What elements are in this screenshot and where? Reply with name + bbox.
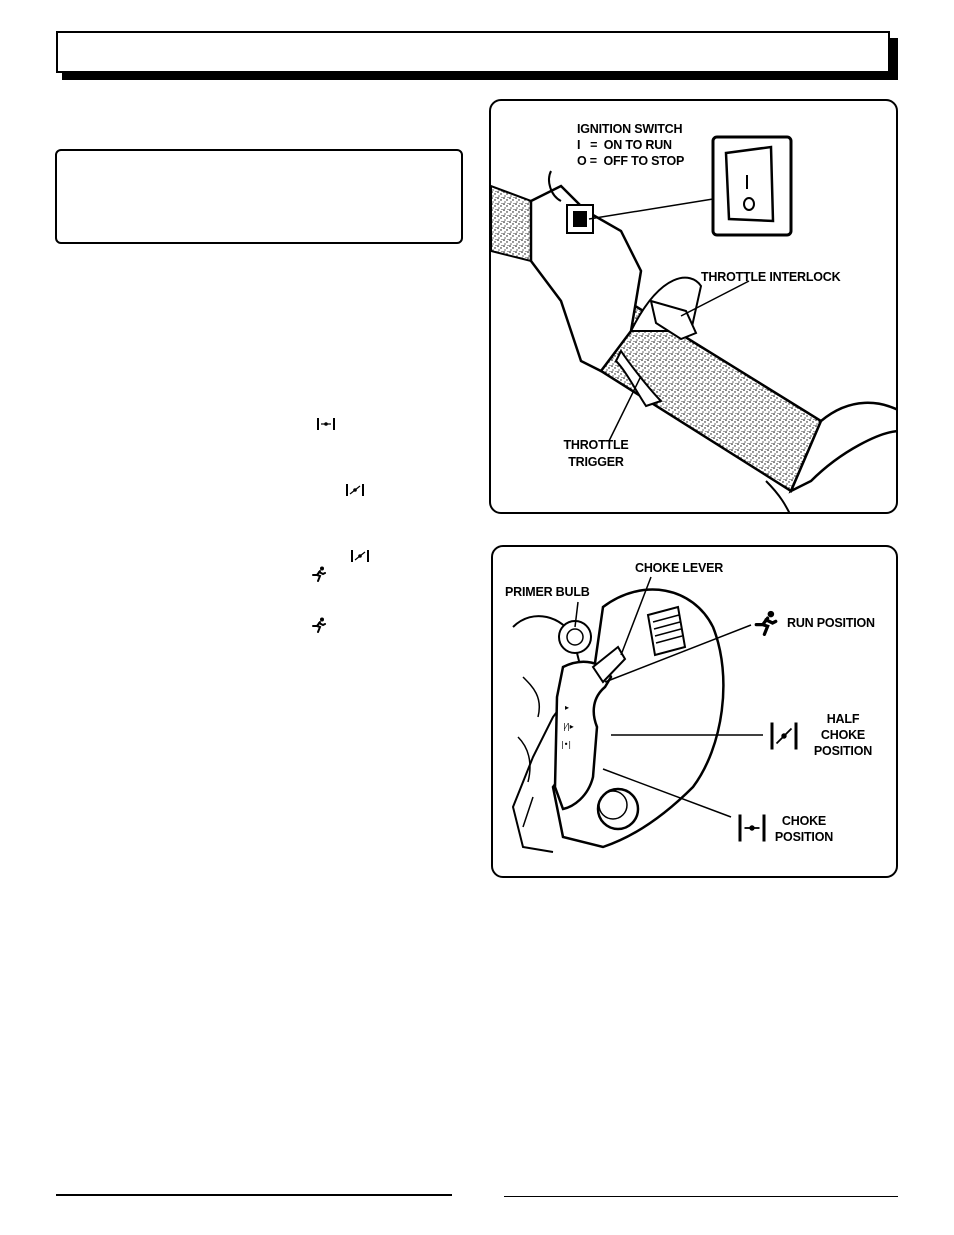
half-choke-symbol-icon — [346, 484, 364, 496]
footer-rule-left — [56, 1194, 452, 1196]
header-bar — [56, 31, 890, 73]
half-choke-label-line2: CHOKE — [820, 728, 866, 742]
ignition-on-label: I = ON TO RUN — [577, 138, 672, 152]
figure-choke-lever: ▸ |⁄|▸ |•| CHOKE LEVER PRIMER BULB RUN P… — [491, 545, 898, 878]
half-choke-symbol-icon — [351, 550, 369, 562]
half-choke-symbol-icon — [770, 722, 798, 750]
handle-illustration — [491, 135, 896, 512]
half-choke-label-line3: POSITION — [813, 744, 873, 758]
throttle-trigger-label-line1: THROTTLE — [563, 438, 629, 452]
ignition-off-label: O = OFF TO STOP — [577, 154, 685, 168]
choke-symbol-icon — [738, 814, 766, 842]
note-box — [55, 149, 463, 244]
svg-text:|⁄|▸: |⁄|▸ — [563, 722, 574, 731]
throttle-interlock-label: THROTTLE INTERLOCK — [701, 270, 841, 284]
half-choke-label-line1: HALF — [826, 712, 860, 726]
choke-position-label-line1: CHOKE — [781, 814, 827, 828]
figure-handle-controls: IGNITION SWITCH I = ON TO RUN O = OFF TO… — [489, 99, 898, 514]
choke-lever-label: CHOKE LEVER — [635, 561, 724, 575]
ignition-switch-label: IGNITION SWITCH — [577, 122, 683, 136]
run-position-label: RUN POSITION — [787, 616, 875, 630]
throttle-trigger-label-line2: TRIGGER — [568, 455, 624, 469]
choke-symbol-icon — [317, 418, 335, 430]
choke-illustration: ▸ |⁄|▸ |•| — [511, 576, 763, 853]
running-man-icon — [312, 566, 326, 582]
running-man-icon — [312, 617, 326, 633]
choke-position-label-line2: POSITION — [774, 830, 834, 844]
footer-rule-right — [504, 1196, 898, 1197]
svg-text:|•|: |•| — [561, 740, 571, 749]
running-man-icon — [754, 610, 778, 636]
primer-bulb-label: PRIMER BULB — [505, 585, 590, 599]
svg-text:▸: ▸ — [565, 703, 569, 712]
